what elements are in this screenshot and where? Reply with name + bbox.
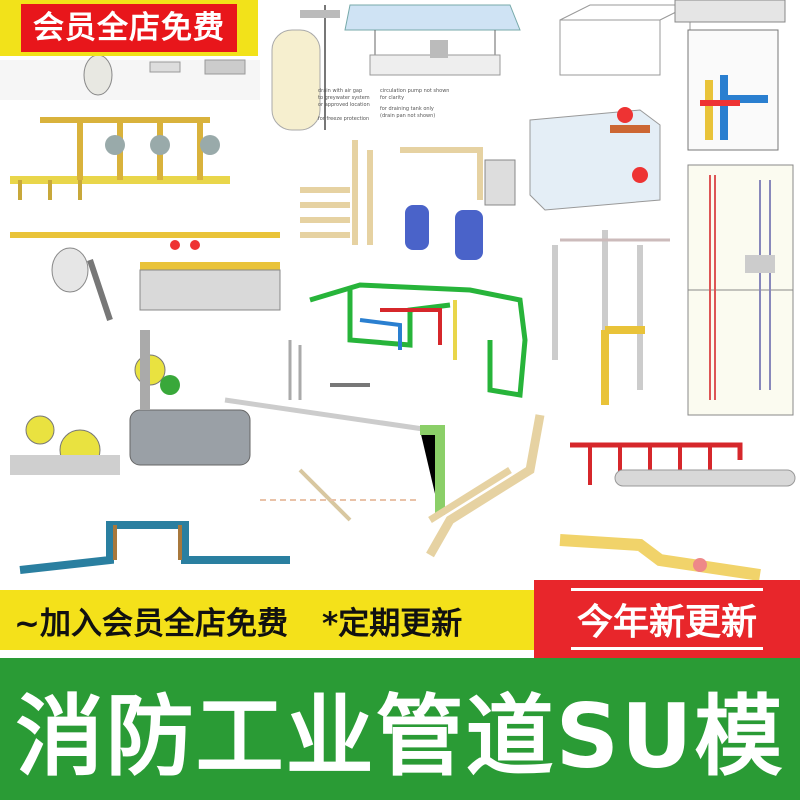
main-title: 消防工业管道SU模 — [15, 684, 785, 788]
blue-pipe-loop — [19, 521, 290, 574]
pipe-models-collage: drain with air gap to greywater system o… — [0, 0, 796, 580]
pit-cross-section — [674, 0, 786, 151]
building-riser-section — [687, 164, 794, 416]
join-member-banner: ~加入会员全店免费 *定期更新 — [0, 590, 535, 650]
glass-water-tank — [529, 107, 661, 211]
annotation-8: for freeze protection — [318, 116, 369, 122]
canopy-pump-station — [344, 4, 521, 76]
cage-structure — [559, 4, 691, 76]
main-title-banner: 消防工业管道SU模 — [0, 658, 800, 800]
water-tank-diagram — [271, 5, 340, 131]
red-sprinkler-network — [570, 442, 796, 487]
annotation-5: for clarity — [380, 95, 404, 101]
annotation-6: for draining tank only — [380, 106, 434, 112]
industrial-plant-platform — [10, 232, 281, 321]
yellow-lower-pipe — [559, 534, 761, 580]
new-update-tag: 今年新更新 — [534, 580, 800, 658]
annotation-2: to greywater system — [318, 95, 370, 101]
annotation-4: circulation pump not shown — [380, 88, 449, 94]
annotation-3: or approved location — [318, 102, 370, 108]
annotation-1: drain with air gap — [318, 88, 362, 94]
pump-room-schematic — [224, 340, 445, 515]
fire-pump-assembly — [10, 330, 251, 475]
member-free-badge-text: 会员全店免费 — [21, 4, 237, 52]
top-left-vessel-scene — [0, 54, 260, 100]
member-free-badge: 会员全店免费 — [0, 0, 258, 56]
green-pipe-network — [309, 282, 528, 398]
annotation-7: (drain pan not shown) — [380, 113, 435, 119]
vertical-riser-pipes — [552, 230, 670, 405]
periodic-update-text: *定期更新 — [321, 605, 463, 642]
join-member-text: ~加入会员全店免费 — [14, 605, 288, 642]
yellow-manifold-pipes — [10, 117, 230, 200]
cream-pipe-group — [260, 414, 545, 558]
new-update-text: 今年新更新 — [570, 588, 763, 650]
heat-exchanger-with-tanks — [300, 140, 516, 260]
